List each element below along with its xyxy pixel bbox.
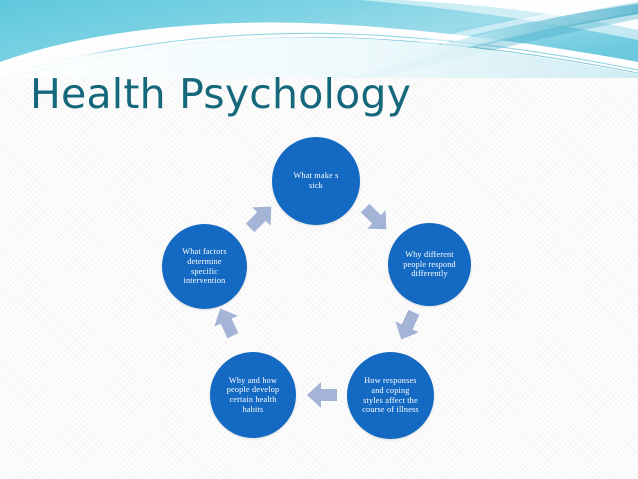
arrow-down-right-icon	[355, 198, 395, 238]
arrow-up-right-icon	[240, 198, 280, 238]
page-title: Health Psychology	[30, 70, 412, 118]
header-wave-banner	[0, 0, 638, 78]
wave-graphic	[0, 0, 638, 78]
arrow-left-icon	[303, 375, 343, 415]
arrow-up-left-icon	[207, 303, 247, 343]
arrow-down-left-icon	[388, 305, 428, 345]
